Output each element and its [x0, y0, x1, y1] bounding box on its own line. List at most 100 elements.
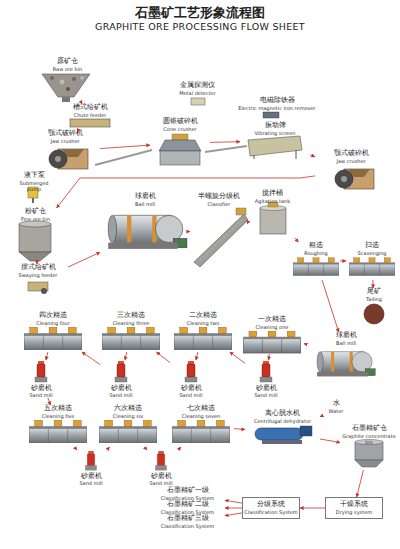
flotation-cell-art [102, 327, 160, 349]
label-zh: 扫选 [365, 242, 379, 250]
label-zh: 砂磨机 [256, 385, 277, 393]
flotation-cell-art [24, 327, 82, 349]
bin-top [19, 221, 51, 227]
bin-node: 粉矿仓Fine ore bin [8, 208, 63, 262]
classifier-art [194, 208, 248, 267]
detector-node: 金属探测仪Metal detector [165, 82, 230, 106]
sand-mill-node: 砂磨机Sand mill [170, 360, 212, 398]
flotation-cell-art [293, 258, 339, 276]
label-en: Graphite concentrate bin [340, 433, 398, 445]
label-en: Cleaning four [36, 320, 70, 326]
dehydrator-art [255, 426, 312, 444]
label-en: Classification System [161, 509, 214, 515]
title: 石墨矿工艺形象流程图 [0, 4, 400, 22]
sand-mill-art [185, 361, 197, 382]
mill-node: 球磨机Ball mill [100, 193, 190, 270]
ore-lump [80, 76, 84, 80]
label-zh: 五次精选 [44, 405, 72, 413]
flow-arrow [268, 354, 270, 360]
label-zh: 石墨精矿二级 [167, 501, 209, 509]
flow-arrow [320, 415, 322, 417]
label-zh: 振动筛 [265, 122, 286, 130]
flow-arrow [304, 343, 305, 344]
flow-arrow [357, 470, 364, 497]
metal-detector-art [191, 98, 205, 105]
label-en: Centrifugal dehydrator [254, 418, 311, 424]
system-box: 干燥系统Drying system [325, 497, 383, 519]
flotation-node: 七次精选Cleaning seven [168, 405, 234, 447]
bin-node: 原矿仓Raw ore bin [30, 58, 105, 102]
pump-node: 液下泵Submerged pump [12, 172, 56, 204]
subtitle: GRAPHITE ORE PROCESSING FLOW SHEET [0, 21, 400, 32]
crusher-node: 颚式破碎机Jaw crusher [30, 130, 100, 172]
label-zh: 离心脱水机 [265, 410, 300, 418]
flow-arrow [320, 439, 340, 443]
label-zh: 砂磨机 [111, 385, 132, 393]
product-node: 石墨精矿三级Classification System [150, 515, 225, 529]
label-zh: 七次精选 [187, 405, 215, 413]
flotation-node: 六次精选Cleaning six [95, 405, 161, 447]
label-zh: 三次精选 [117, 312, 145, 320]
label-zh: 石墨精矿三级 [167, 515, 209, 523]
ore-lump [72, 77, 76, 81]
label-zh: 粗选 [309, 242, 323, 250]
label-zh: 石墨精矿仓 [352, 425, 387, 433]
hopper-chute [62, 97, 70, 102]
label-en: Agitation tank [255, 198, 290, 204]
label-zh: 砂磨机 [31, 385, 52, 393]
flow-arrow [225, 513, 242, 516]
flow-arrow [300, 508, 325, 509]
label-en: Raw ore bin [53, 66, 83, 72]
cone-top [172, 134, 188, 140]
flow-arrow [46, 352, 48, 360]
flow-arrow [125, 352, 127, 360]
label-en: Jaw crusher [50, 138, 79, 144]
flow-arrow [48, 398, 51, 405]
fine-ore-bin-art [19, 221, 51, 261]
label-en: Electric magnetic iron remover [238, 105, 315, 111]
flotation-node: 四次精选Cleaning four [20, 312, 86, 352]
label-en: Classification System [161, 523, 214, 529]
flow-arrow [157, 352, 171, 363]
flow-arrow [295, 238, 299, 242]
label-en: Chute feeder [74, 112, 107, 118]
label-en: Classification System [244, 509, 297, 515]
label-en: Water [329, 408, 344, 414]
label-en: Cleaning three [113, 320, 150, 326]
flotation-node: 五次精选Cleaning five [25, 405, 91, 447]
flow-arrow [322, 280, 339, 332]
agitation-tank-art [260, 202, 286, 234]
tailing-pile [364, 304, 384, 324]
flow-arrow [145, 447, 147, 450]
flotation-cell-art [29, 420, 87, 442]
flow-arrow [230, 352, 245, 363]
vibrating-screen-art [248, 136, 302, 159]
label-en: Sand mill [179, 392, 202, 398]
screen-leg [254, 155, 255, 159]
label-en: Cleaning two [187, 320, 220, 326]
dehydrator-stand [262, 440, 302, 444]
label-zh: 石墨精矿一级 [167, 487, 209, 495]
flotation-cell-art [174, 327, 232, 349]
label-en: Cleaning six [113, 413, 143, 419]
label-en: Drying system [336, 509, 372, 515]
flotation-node: 粗选Roughing [292, 242, 340, 280]
label-en: Sand mill [149, 480, 172, 486]
screen-leg [296, 150, 297, 159]
flow-arrow [178, 447, 181, 450]
label-zh: 颚式破碎机 [48, 130, 83, 138]
tailing-node: 尾矿Tailing [350, 288, 398, 326]
label-en: Swaying feeder [19, 272, 58, 278]
chute-feeder-art [70, 119, 110, 127]
bin-cone [355, 460, 383, 467]
sand-mill-art [86, 451, 97, 470]
label-en: Cleaning seven [182, 413, 220, 419]
cone-head [159, 140, 201, 151]
label-zh: 槽式给矿机 [73, 104, 108, 112]
label-zh: 尾矿 [367, 288, 381, 296]
label-en: Jaw crusher [336, 158, 365, 164]
flow-arrow [107, 447, 110, 450]
bin-cone [19, 252, 51, 261]
sand-mill-art [115, 361, 127, 382]
label-en: Sand mill [109, 392, 132, 398]
